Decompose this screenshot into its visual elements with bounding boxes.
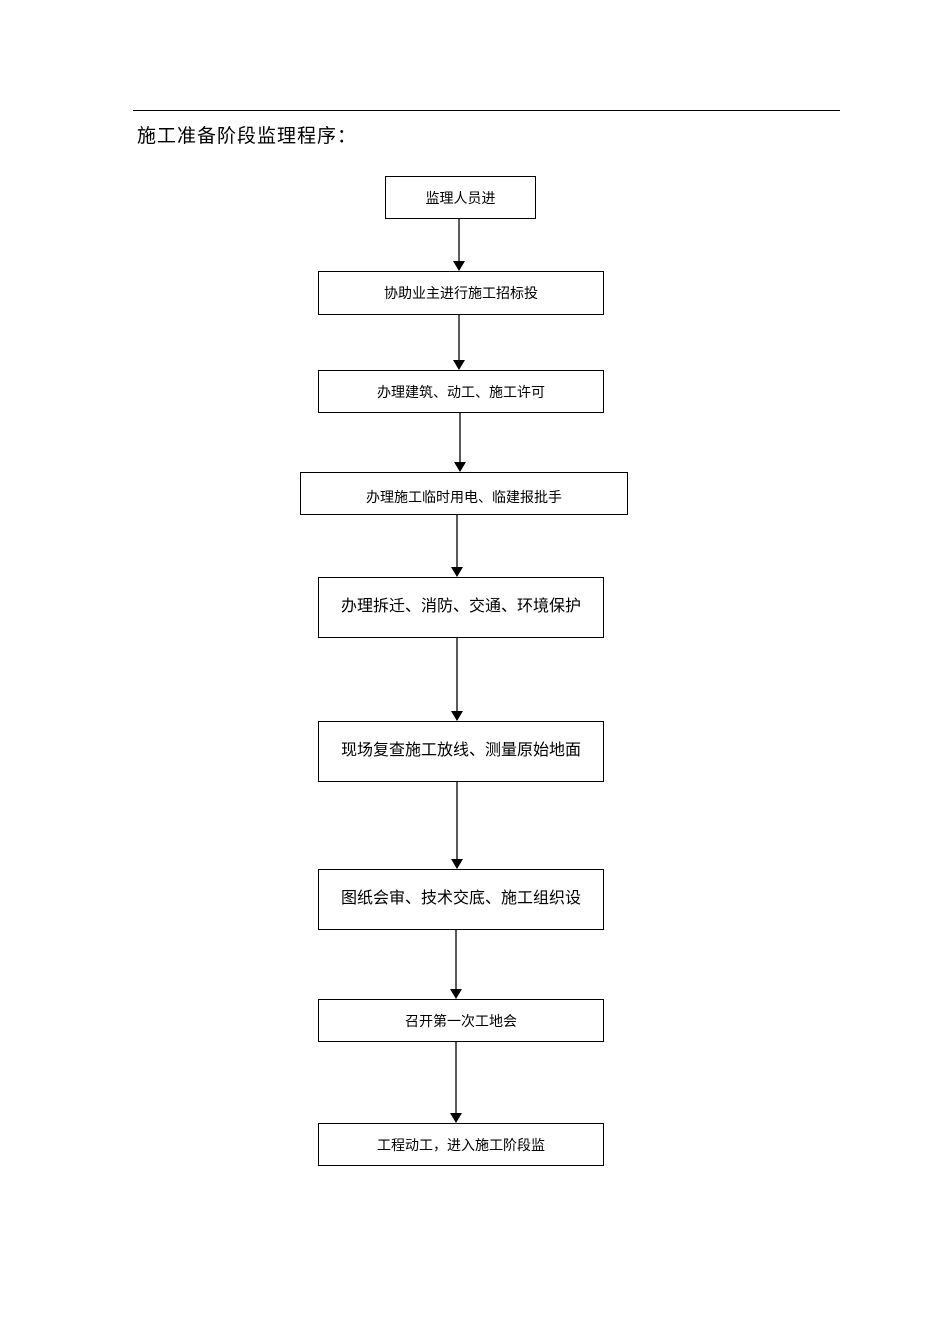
flow-step-6: 现场复查施工放线、测量原始地面 — [318, 721, 604, 782]
flow-step-7: 图纸会审、技术交底、施工组织设 — [318, 869, 604, 930]
flow-step-3: 办理建筑、动工、施工许可 — [318, 370, 604, 413]
flow-step-2: 协助业主进行施工招标投 — [318, 271, 604, 315]
header-rule — [133, 110, 840, 111]
flow-step-9: 工程动工，进入施工阶段监 — [318, 1123, 604, 1166]
flow-step-4: 办理施工临时用电、临建报批手 — [300, 472, 628, 515]
flow-step-8: 召开第一次工地会 — [318, 999, 604, 1042]
flow-step-5: 办理拆迁、消防、交通、环境保护 — [318, 577, 604, 638]
page-title: 施工准备阶段监理程序： — [137, 125, 358, 147]
flow-step-1: 监理人员进 — [385, 176, 536, 219]
